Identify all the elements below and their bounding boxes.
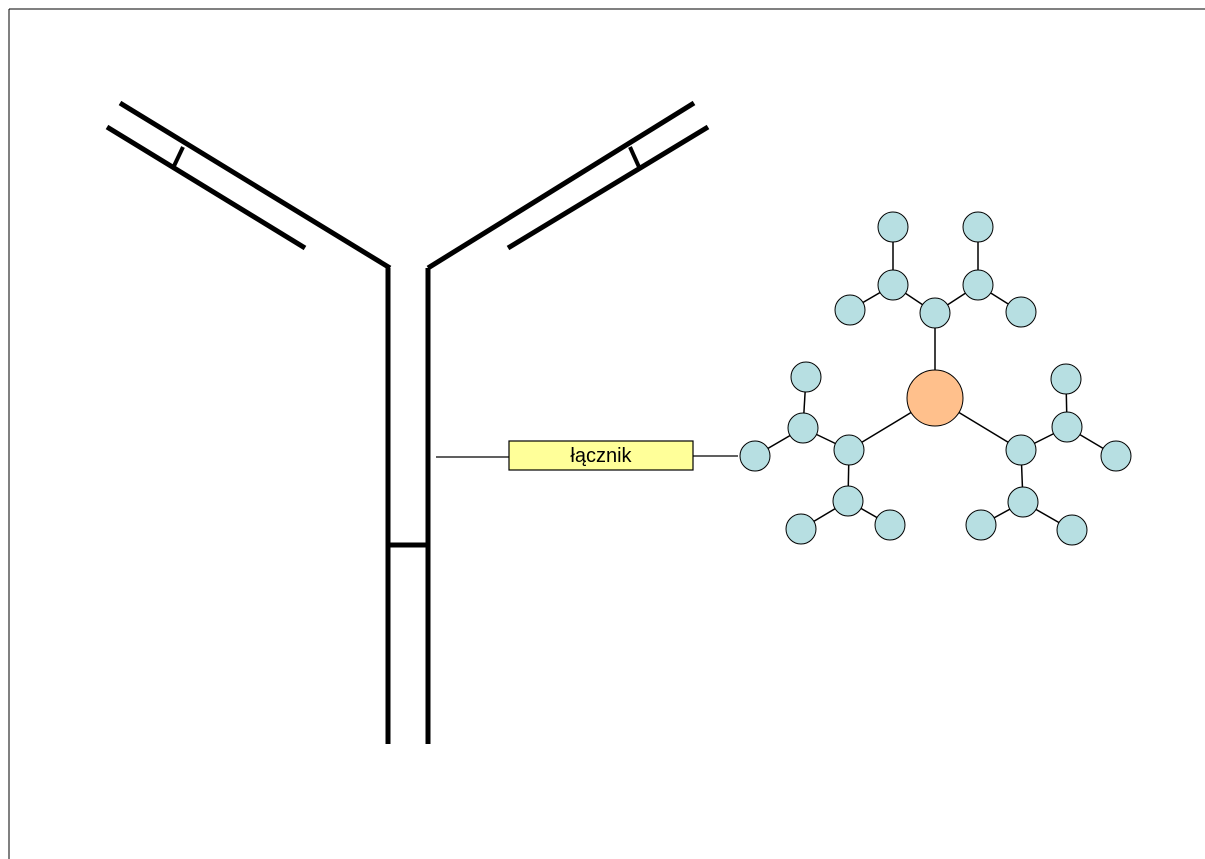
dendrimer-node: [833, 434, 865, 466]
dendrimer-node: [962, 211, 994, 243]
antibody: [105, 100, 710, 744]
dendrimer-node: [790, 361, 822, 393]
dendrimer-node: [965, 509, 997, 541]
linker: łącznik: [436, 440, 738, 471]
linker-box: [508, 440, 694, 471]
dendrimer-node: [1005, 296, 1037, 328]
dendrimer-core-node: [906, 369, 964, 427]
antibody-left-heavy-chain: [118, 100, 392, 271]
antibody-right-heavy-chain: [426, 100, 696, 271]
antibody-left-light-chain: [105, 124, 307, 251]
dendrimer-node: [1007, 486, 1039, 518]
antibody-left-disulfide-bond: [172, 146, 185, 167]
dendrimer-node: [1056, 514, 1088, 546]
antibody-right-light-chain: [506, 124, 710, 251]
dendrimer-node: [739, 440, 771, 472]
dendrimer-node: [1005, 434, 1037, 466]
antibody-right-disulfide-bond: [628, 146, 641, 168]
dendrimer-node: [834, 294, 866, 326]
dendrimer-nodes: [739, 211, 1132, 546]
dendrimer-node: [1050, 363, 1082, 395]
dendrimer-node: [832, 485, 864, 517]
dendrimer-node: [962, 269, 994, 301]
dendrimer-node: [877, 211, 909, 243]
linker-label: łącznik: [570, 445, 632, 467]
dendrimer-node: [874, 509, 906, 541]
dendrimer-node: [785, 513, 817, 545]
dendrimer-node: [1100, 440, 1132, 472]
dendrimer-node: [787, 412, 819, 444]
dendrimer-node: [1051, 411, 1083, 443]
dendrimer-node: [919, 297, 951, 329]
dendrimer-node: [877, 269, 909, 301]
dendrimer: [739, 211, 1132, 546]
